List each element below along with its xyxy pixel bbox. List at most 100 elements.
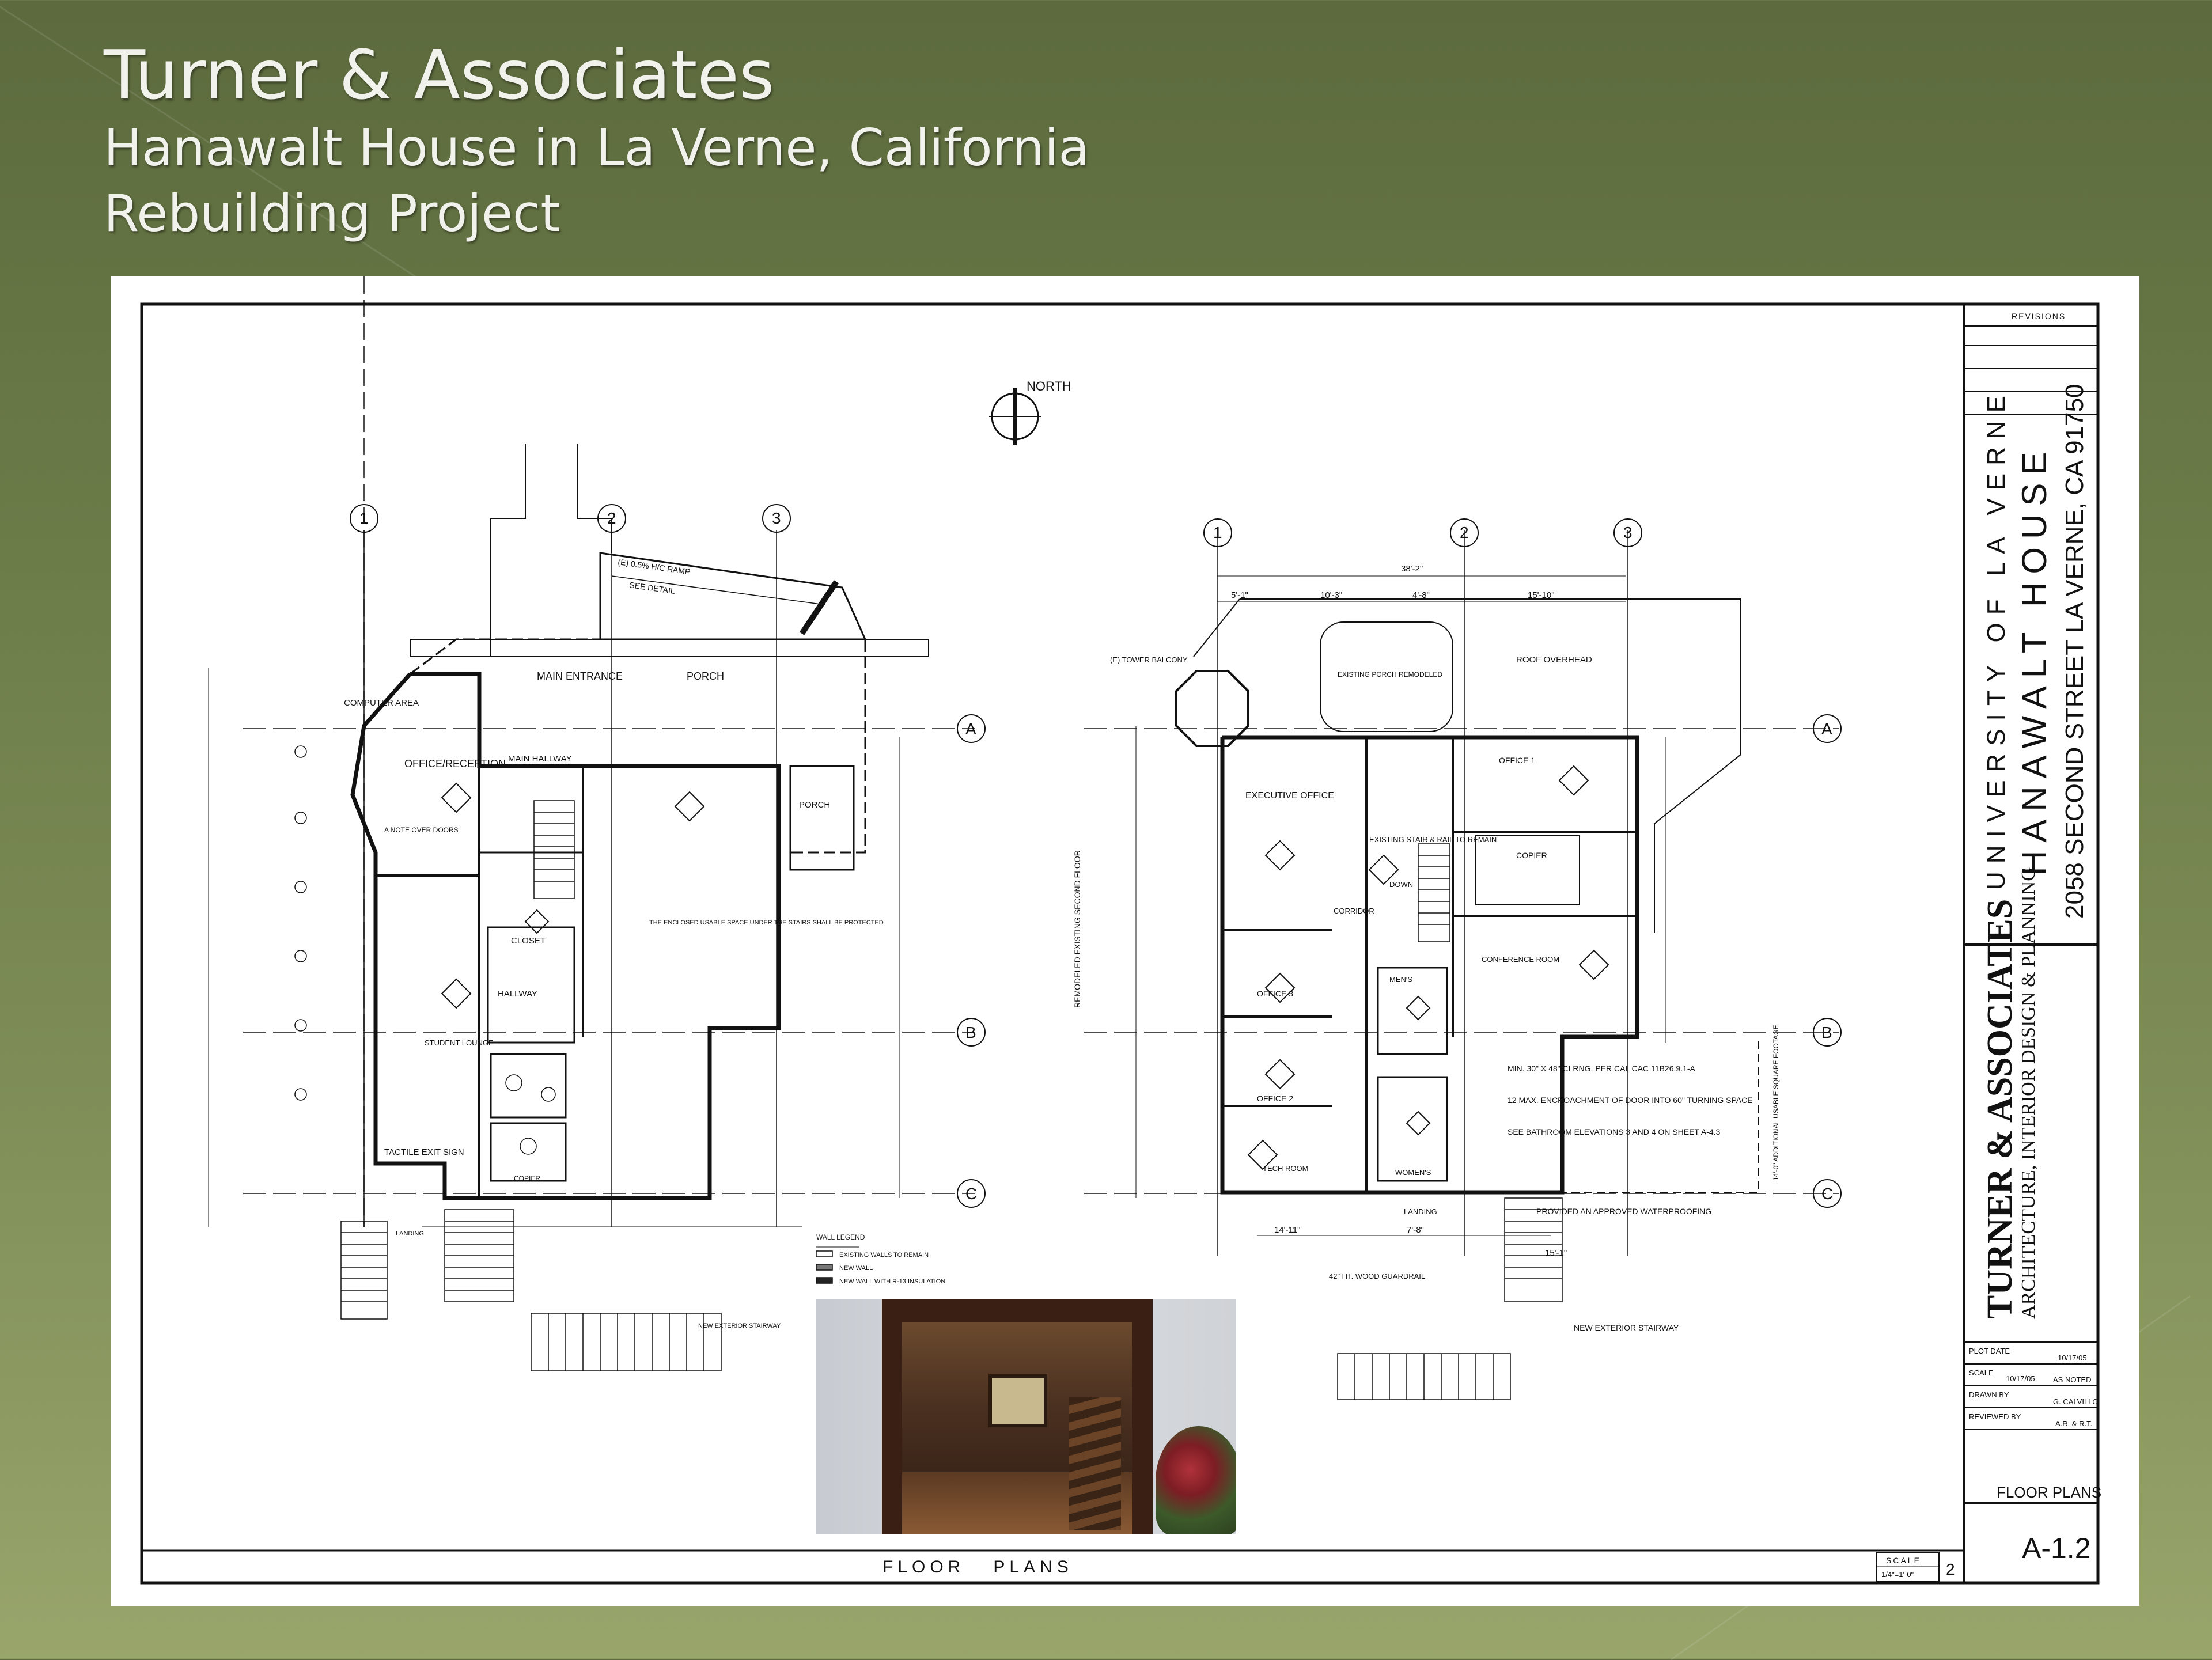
- room-label: ROOF OVERHEAD: [1516, 655, 1592, 665]
- dimension-label: 15'-10": [1528, 590, 1555, 600]
- legend-item: EXISTING WALLS TO REMAIN: [839, 1252, 929, 1259]
- dimension-label: 38'-2": [1401, 564, 1423, 574]
- room-label: OFFICE 1: [1499, 756, 1535, 765]
- first-floor-plan: [208, 276, 975, 1371]
- grid-bubble: [762, 504, 791, 533]
- room-label: MEN'S: [1389, 975, 1412, 984]
- room-label: PORCH: [799, 800, 830, 810]
- grid-label-right: 3: [1623, 524, 1633, 541]
- plot-date-value: 10/17/05: [2058, 1354, 2087, 1362]
- scale-date-tb: 10/17/05: [2006, 1374, 2035, 1383]
- drawing-title: FLOOR PLANS: [882, 1557, 1073, 1576]
- room-label: CONFERENCE ROOM: [1482, 955, 1559, 964]
- note-label: PROVIDED AN APPROVED WATERPROOFING: [1536, 1207, 1711, 1216]
- north-arrow: [989, 388, 1041, 445]
- room-label: TACTILE EXIT SIGN: [384, 1147, 464, 1157]
- scale-label: SCALE: [1886, 1556, 1921, 1565]
- dimension-label: 4'-8": [1412, 590, 1430, 600]
- grid-label-left: 2: [607, 509, 616, 527]
- interior-photo: [816, 1299, 1236, 1534]
- room-label: COPIER: [514, 1174, 540, 1183]
- legend-title: WALL LEGEND: [816, 1233, 865, 1241]
- project-name: HANAWALT HOUSE: [2015, 444, 2054, 876]
- grid-bubble: [1450, 518, 1479, 547]
- title-block: [1876, 325, 2098, 1582]
- sheet-number: A-1.2: [2022, 1532, 2091, 1564]
- second-floor-plan: [1084, 530, 1839, 1400]
- slide-subtitle-line2: Rebuilding Project: [104, 184, 560, 243]
- note-label: 14'-0" ADDITIONAL USABLE SQUARE FOOTAGE: [1772, 1025, 1780, 1181]
- university-name: UNIVERSITY OF LA VERNE: [1982, 388, 2010, 890]
- room-label: HALLWAY: [498, 989, 537, 999]
- plot-date-label: PLOT DATE: [1969, 1347, 2010, 1355]
- room-label: COPIER: [1516, 851, 1547, 860]
- scale-label-tb: SCALE: [1969, 1369, 1994, 1377]
- firm-name: TURNER & ASSOCIATES: [1980, 899, 2020, 1319]
- flower-arrangement: [1156, 1426, 1236, 1534]
- room-label: MAIN ENTRANCE: [537, 670, 623, 682]
- room-label: EXISTING PORCH REMODELED: [1338, 670, 1442, 679]
- note-label: A NOTE OVER DOORS: [384, 826, 459, 834]
- scale-value: 1/4"=1'-0": [1881, 1570, 1914, 1579]
- grid-bubble: [957, 1179, 986, 1208]
- note-label: THE ENCLOSED USABLE SPACE UNDER THE STAI…: [649, 919, 884, 926]
- room-label: DOWN: [1389, 880, 1413, 889]
- slide-title: Turner & Associates: [104, 35, 775, 115]
- slide-subtitle-line1: Hanawalt House in La Verne, California: [104, 118, 1090, 177]
- grid-label-row: A: [1821, 720, 1832, 738]
- wall-legend: [816, 1246, 859, 1284]
- floor-plan-sheet: NORTH 1 2 3 A B C 1 2 3 A B C MAIN ENTRA…: [111, 276, 2139, 1606]
- firm-tagline: ARCHITECTURE, INTERIOR DESIGN & PLANNING: [2018, 867, 2039, 1319]
- dimension-label: 5'-1": [1231, 590, 1248, 600]
- scale-value-tb: AS NOTED: [2053, 1375, 2091, 1384]
- reviewed-by-value: A.R. & R.T.: [2055, 1419, 2092, 1428]
- room-label: LANDING: [1404, 1207, 1437, 1216]
- grid-label-row: A: [965, 720, 976, 738]
- room-label: OFFICE 3: [1257, 989, 1293, 998]
- grid-bubble: [1203, 518, 1232, 547]
- revisions-label: REVISIONS: [2012, 312, 2066, 321]
- grid-bubble: [1813, 1179, 1842, 1208]
- floor-plan-drawing: NORTH 1 2 3 A B C 1 2 3 A B C MAIN ENTRA…: [140, 276, 2101, 1585]
- grid-label-row: B: [965, 1024, 976, 1041]
- grid-label-row: C: [1821, 1185, 1833, 1203]
- grid-label-right: 1: [1213, 524, 1222, 541]
- north-label: NORTH: [1027, 379, 1071, 393]
- room-label: STUDENT LOUNGE: [425, 1039, 494, 1047]
- note-label: NEW EXTERIOR STAIRWAY: [1574, 1323, 1679, 1332]
- dimension-label: 10'-3": [1320, 590, 1342, 600]
- sheet-title: FLOOR PLANS: [1997, 1484, 2101, 1501]
- grid-bubble: [1813, 1018, 1842, 1047]
- room-label: MAIN HALLWAY: [508, 754, 572, 764]
- grid-label-row: C: [965, 1185, 977, 1203]
- grid-label-right: 2: [1460, 524, 1469, 541]
- room-label: EXECUTIVE OFFICE: [1245, 791, 1334, 801]
- note-label: REMODELED EXISTING SECOND FLOOR: [1073, 850, 1082, 1008]
- room-label: OFFICE 2: [1257, 1094, 1293, 1103]
- dimension-label: 15'-1": [1545, 1248, 1567, 1258]
- grid-label-row: B: [1821, 1024, 1832, 1041]
- grid-label-left: 1: [359, 509, 369, 527]
- note-label: NEW EXTERIOR STAIRWAY: [698, 1322, 781, 1329]
- legend-item: NEW WALL: [839, 1265, 873, 1272]
- reviewed-by-label: REVIEWED BY: [1969, 1412, 2021, 1421]
- note-label: SEE BATHROOM ELEVATIONS 3 AND 4 ON SHEET…: [1508, 1127, 1721, 1136]
- grid-bubble: [957, 714, 986, 743]
- room-label: EXISTING STAIR & RAIL TO REMAIN: [1369, 835, 1497, 844]
- grid-bubble: [1613, 518, 1642, 547]
- grid-bubble: [957, 1018, 986, 1047]
- grid-label-left: 3: [772, 509, 781, 527]
- room-label: COMPUTER AREA: [344, 698, 419, 708]
- grid-bubble: [597, 504, 626, 533]
- room-label: TECH ROOM: [1263, 1164, 1308, 1173]
- grid-bubble: [1813, 714, 1842, 743]
- drawn-by-value: G. CALVILLO: [2053, 1397, 2099, 1406]
- room-label: CLOSET: [511, 936, 546, 946]
- note-label: 42" HT. WOOD GUARDRAIL: [1329, 1272, 1425, 1280]
- room-label: PORCH: [687, 670, 724, 682]
- legend-item: NEW WALL WITH R-13 INSULATION: [839, 1278, 945, 1285]
- sheet-index: 2: [1946, 1560, 1955, 1578]
- dimension-label: 7'-8": [1407, 1225, 1424, 1235]
- slide-title-block: Turner & Associates Hanawalt House in La…: [104, 35, 1089, 247]
- room-label: LANDING: [396, 1230, 424, 1237]
